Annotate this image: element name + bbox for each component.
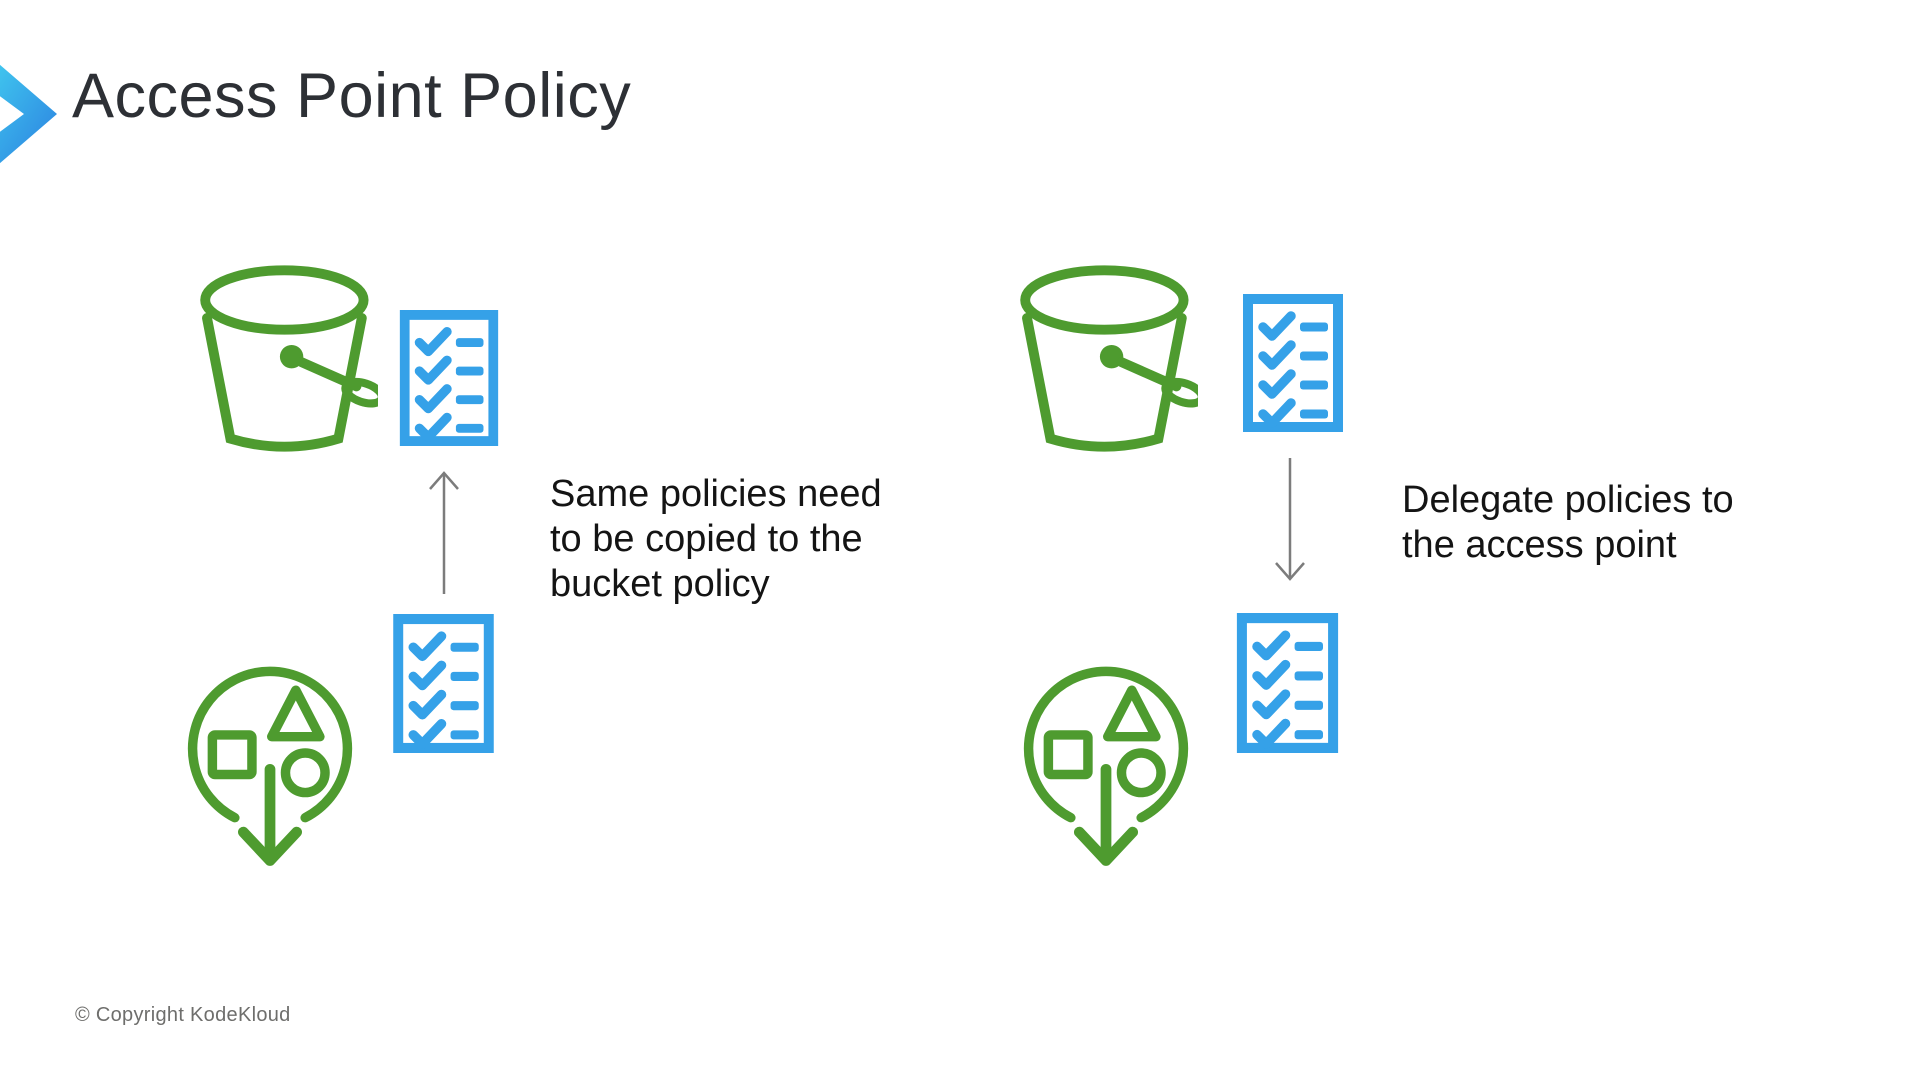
access-point-policy-document-icon bbox=[1233, 613, 1342, 753]
caption-line: the access point bbox=[1402, 524, 1677, 566]
right-caption: Delegate policies to the access point bbox=[1402, 478, 1734, 568]
copyright-text: © Copyright KodeKloud bbox=[75, 1004, 291, 1026]
s3-access-point-icon bbox=[184, 666, 356, 877]
access-point-policy-document-icon bbox=[389, 614, 498, 753]
chevron-right-icon bbox=[0, 64, 57, 164]
s3-bucket-icon bbox=[198, 264, 378, 462]
up-arrow-icon bbox=[424, 466, 464, 598]
caption-line: bucket policy bbox=[550, 563, 770, 605]
left-caption: Same policies need to be copied to the b… bbox=[550, 472, 882, 607]
caption-line: to be copied to the bbox=[550, 518, 863, 560]
page-title: Access Point Policy bbox=[72, 61, 632, 131]
down-arrow-icon bbox=[1270, 454, 1310, 586]
caption-line: Delegate policies to bbox=[1402, 479, 1734, 521]
s3-bucket-icon bbox=[1018, 264, 1198, 462]
caption-line: Same policies need bbox=[550, 473, 882, 515]
bucket-policy-document-icon bbox=[1243, 293, 1343, 433]
s3-access-point-icon bbox=[1020, 666, 1192, 877]
bucket-policy-document-icon bbox=[398, 310, 500, 446]
